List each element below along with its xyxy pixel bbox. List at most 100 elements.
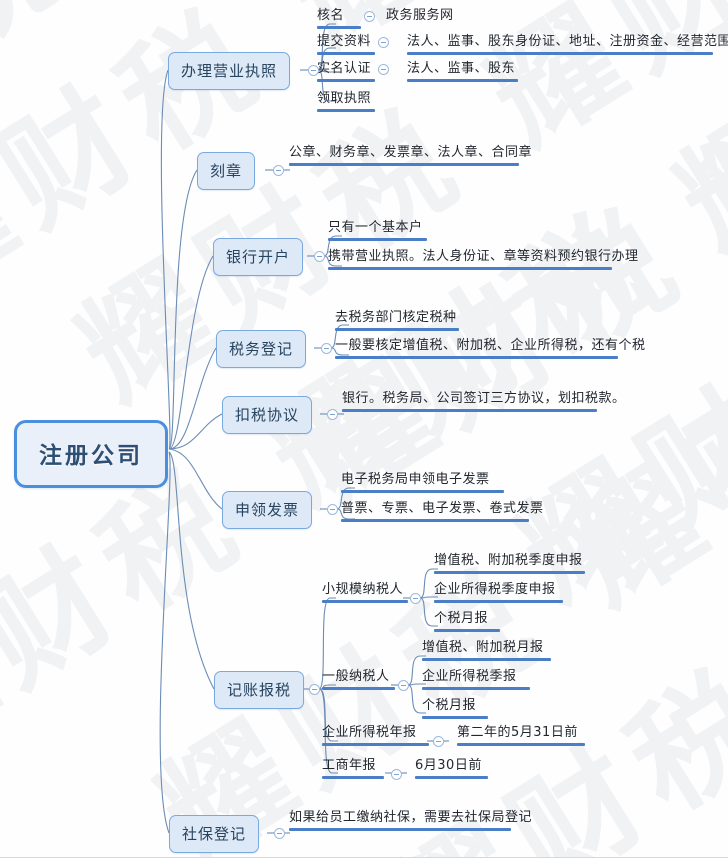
leaf-underline	[289, 828, 511, 831]
collapse-toggle-icon[interactable]	[398, 680, 409, 691]
collapse-toggle-icon[interactable]	[314, 251, 325, 262]
collapse-toggle-icon[interactable]	[327, 409, 338, 420]
leaf-node[interactable]: 如果给员工缴纳社保，需要去社保局登记	[286, 809, 535, 834]
leaf-node[interactable]: 公章、财务章、发票章、法人章、合同章	[286, 144, 535, 169]
leaf-underline	[328, 238, 427, 241]
subbranch-label: 小规模纳税人	[322, 582, 404, 597]
branch-node-jizhang-baoshui[interactable]: 记账报税	[214, 671, 305, 709]
leaf-node[interactable]: 提交资料	[314, 33, 378, 58]
leaf-label: 提交资料	[317, 34, 372, 49]
leaf-label: 个税月报	[422, 698, 477, 713]
branch-node-banli-yingye-zhizhao[interactable]: 办理营业执照	[168, 52, 291, 90]
leaf-label: 电子税务局申领电子发票	[341, 472, 490, 487]
leaf-label: 携带营业执照。法人身份证、章等资料预约银行办理	[328, 249, 639, 264]
leaf-detail[interactable]: 第二年的5月31日前	[454, 724, 588, 749]
collapse-toggle-icon[interactable]	[378, 37, 389, 48]
leaf-node[interactable]: 核名	[314, 7, 364, 32]
leaf-underline	[415, 776, 488, 779]
collapse-toggle-icon[interactable]	[273, 165, 284, 176]
leaf-detail[interactable]: 6月30日前	[412, 757, 491, 782]
leaf-label: 增值税、附加税季度申报	[434, 553, 583, 568]
leaf-label: 企业所得税年报	[322, 725, 417, 740]
leaf-underline	[457, 743, 585, 746]
leaf-node[interactable]: 企业所得税年报	[319, 724, 432, 749]
leaf-underline	[422, 687, 530, 690]
leaf-underline	[317, 79, 375, 82]
leaf-underline	[335, 356, 618, 359]
collapse-toggle-icon[interactable]	[433, 736, 444, 747]
leaf-detail-label: 法人、监事、股东	[407, 61, 516, 76]
leaf-label: 只有一个基本户	[328, 220, 423, 235]
leaf-node[interactable]: 实名认证	[314, 60, 378, 85]
leaf-detail-label: 第二年的5月31日前	[457, 725, 578, 740]
leaf-underline	[317, 26, 361, 29]
leaf-label: 公章、财务章、发票章、法人章、合同章	[289, 145, 533, 160]
leaf-label: 核名	[317, 8, 345, 23]
leaf-underline	[317, 52, 375, 55]
leaf-underline	[434, 629, 500, 632]
leaf-node[interactable]: 增值税、附加税月报	[419, 639, 554, 664]
leaf-underline	[434, 600, 563, 603]
collapse-toggle-icon[interactable]	[410, 593, 421, 604]
leaf-label: 企业所得税季度申报	[434, 582, 556, 597]
leaf-label: 企业所得税季报	[422, 669, 517, 684]
branch-node-shuiwu-dengji[interactable]: 税务登记	[216, 330, 307, 368]
leaf-node[interactable]: 只有一个基本户	[325, 219, 430, 244]
leaf-label: 普票、专票、电子发票、卷式发票	[341, 501, 544, 516]
subbranch-node-yiban-nashuiren[interactable]: 一般纳税人	[319, 668, 398, 693]
collapse-toggle-icon[interactable]	[321, 343, 332, 354]
collapse-toggle-icon[interactable]	[391, 769, 402, 780]
leaf-label: 一般要核定增值税、附加税、企业所得税，还有个税	[335, 338, 646, 353]
leaf-underline	[322, 776, 384, 779]
collapse-toggle-icon[interactable]	[309, 684, 320, 695]
collapse-toggle-icon[interactable]	[274, 828, 285, 839]
leaf-underline	[341, 519, 529, 522]
leaf-label: 银行。税务局、公司签订三方协议，划扣税款。	[342, 391, 626, 406]
leaf-underline	[407, 79, 518, 82]
leaf-label: 去税务部门核定税种	[335, 310, 457, 325]
leaf-underline	[289, 163, 519, 166]
leaf-underline	[335, 328, 459, 331]
root-node[interactable]: 注册公司	[14, 420, 168, 488]
leaf-node[interactable]: 个税月报	[431, 610, 503, 635]
leaf-node[interactable]: 银行。税务局、公司签订三方协议，划扣税款。	[339, 390, 629, 415]
branch-node-shebao-dengji[interactable]: 社保登记	[169, 815, 260, 853]
leaf-underline	[341, 490, 504, 493]
leaf-node[interactable]: 电子税务局申领电子发票	[338, 471, 507, 496]
subbranch-label: 一般纳税人	[322, 669, 390, 684]
leaf-detail[interactable]: 法人、监事、股东	[404, 60, 521, 85]
subbranch-node-xiaoguimo-nashuiren[interactable]: 小规模纳税人	[319, 581, 411, 606]
leaf-detail[interactable]: 法人、监事、股东身份证、地址、注册资金、经营范围	[404, 33, 728, 58]
collapse-toggle-icon[interactable]	[327, 504, 338, 515]
branch-node-yinhang-kaihu[interactable]: 银行开户	[213, 238, 304, 276]
branch-node-shenling-fapiao[interactable]: 申领发票	[222, 491, 313, 529]
leaf-detail[interactable]: 政务服务网	[383, 7, 457, 32]
collapse-toggle-icon[interactable]	[378, 64, 389, 75]
collapse-toggle-icon[interactable]	[308, 65, 319, 76]
branch-node-koushui-xieyi[interactable]: 扣税协议	[222, 396, 313, 434]
leaf-node[interactable]: 企业所得税季报	[419, 668, 533, 693]
collapse-toggle-icon[interactable]	[364, 11, 375, 22]
leaf-node[interactable]: 领取执照	[314, 90, 378, 115]
leaf-node[interactable]: 一般要核定增值税、附加税、企业所得税，还有个税	[332, 337, 649, 362]
leaf-underline	[328, 267, 612, 270]
leaf-underline	[322, 600, 408, 603]
leaf-node[interactable]: 企业所得税季度申报	[431, 581, 566, 606]
leaf-node[interactable]: 普票、专票、电子发票、卷式发票	[338, 500, 547, 525]
leaf-underline	[422, 716, 488, 719]
leaf-node[interactable]: 工商年报	[319, 757, 387, 782]
leaf-label: 如果给员工缴纳社保，需要去社保局登记	[289, 810, 533, 825]
leaf-node[interactable]: 去税务部门核定税种	[332, 309, 462, 334]
leaf-detail-label: 政务服务网	[386, 8, 454, 23]
leaf-label: 个税月报	[434, 611, 489, 626]
leaf-underline	[342, 409, 597, 412]
leaf-node[interactable]: 携带营业执照。法人身份证、章等资料预约银行办理	[325, 248, 642, 273]
leaf-node[interactable]: 个税月报	[419, 697, 491, 722]
leaf-node[interactable]: 增值税、附加税季度申报	[431, 552, 588, 577]
leaf-underline	[322, 743, 429, 746]
branch-node-kezhang[interactable]: 刻章	[197, 152, 256, 190]
leaf-underline	[407, 52, 713, 55]
leaf-underline	[434, 571, 585, 574]
